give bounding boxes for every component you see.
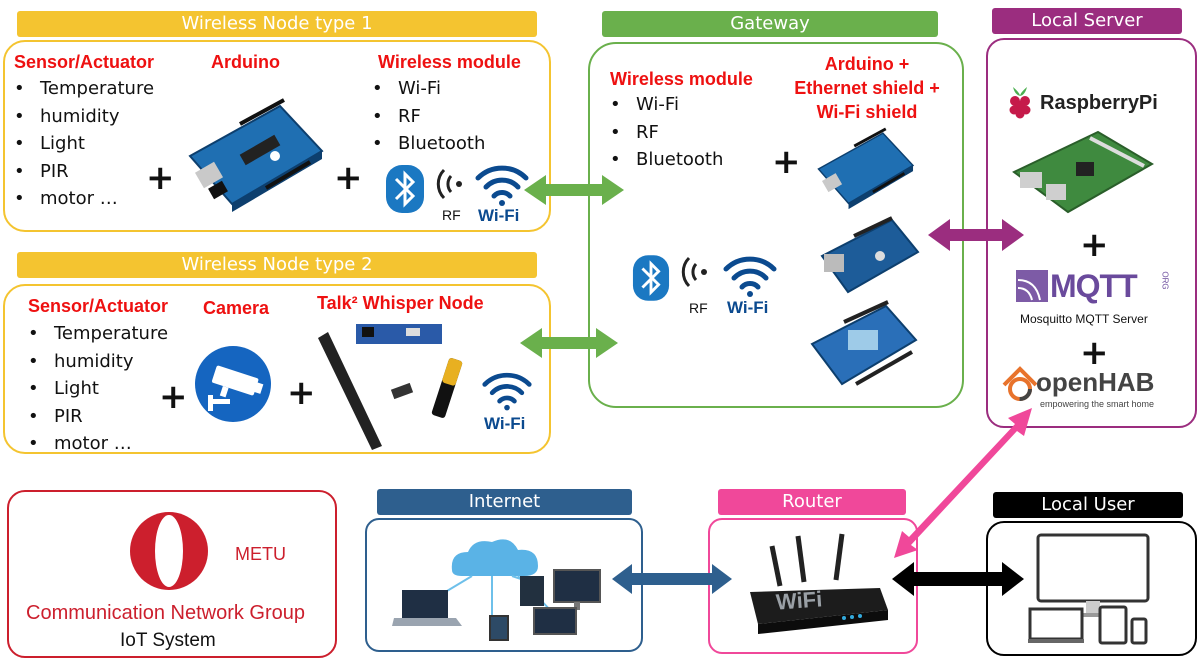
arduino-board-icon xyxy=(188,98,324,212)
node1-module-item: RF xyxy=(372,103,485,131)
raspberry-pi-label: RaspberryPi xyxy=(1040,92,1158,114)
gateway-rf-label: RF xyxy=(689,300,708,316)
node2-sensor-item: PIR xyxy=(28,403,168,431)
arduino-board-icon xyxy=(817,127,915,210)
node1-rf-label: RF xyxy=(442,207,461,223)
metu-name: METU xyxy=(235,544,286,564)
wifi-shield-icon xyxy=(810,300,918,386)
arrow-server-router xyxy=(894,408,1032,558)
server-title: Local Server xyxy=(992,8,1182,34)
router-title: Router xyxy=(718,489,906,515)
gateway-module-list: Wi-Fi RF Bluetooth xyxy=(610,91,723,174)
node2-sensor-list: Temperature humidity Light PIR motor … xyxy=(28,320,168,458)
gateway-wifi-label: Wi-Fi xyxy=(727,298,769,317)
bluetooth-icon xyxy=(632,255,670,301)
camera-sign-icon xyxy=(195,346,271,422)
router-icon xyxy=(750,533,888,634)
rf-icon xyxy=(436,168,462,200)
node1-sensor-item: Temperature xyxy=(14,75,154,103)
node1-module-list: Wi-Fi RF Bluetooth xyxy=(372,75,485,158)
gateway-module-item: Wi-Fi xyxy=(610,91,723,119)
gateway-plus: + xyxy=(772,142,801,182)
node2-camera-heading: Camera xyxy=(203,298,270,318)
node1-title: Wireless Node type 1 xyxy=(17,11,537,37)
node1-sensor-item: motor … xyxy=(14,185,154,213)
node2-plus-2: + xyxy=(287,373,316,413)
bluetooth-icon xyxy=(386,165,424,213)
metu-system: IoT System xyxy=(120,630,216,651)
node2-sensor-item: humidity xyxy=(28,348,168,376)
mqtt-wave-icon xyxy=(1016,270,1048,302)
node2-whisper-heading: Talk² Whisper Node xyxy=(317,293,484,313)
server-plus-2: + xyxy=(1080,333,1109,373)
arrow-node1-gateway xyxy=(524,175,624,205)
arrow-gateway-server xyxy=(928,219,1024,251)
wifi-icon xyxy=(482,372,532,411)
node2-sensor-heading: Sensor/Actuator xyxy=(28,296,169,316)
node1-sensor-list: Temperature humidity Light PIR motor … xyxy=(14,75,154,213)
node2-wifi-label: Wi-Fi xyxy=(484,414,526,433)
server-plus-1: + xyxy=(1080,225,1109,265)
gateway-module-item: RF xyxy=(610,119,723,147)
devices-icon xyxy=(1028,533,1150,645)
node1-sensor-item: humidity xyxy=(14,103,154,131)
openhab-house-icon xyxy=(1002,366,1038,401)
node2-sensor-item: Light xyxy=(28,375,168,403)
mqtt-logo-icon: MQTT ORG xyxy=(1016,268,1170,304)
gateway-arduino-heading: Arduino + Ethernet shield + Wi-Fi shield xyxy=(782,52,952,124)
node1-sensor-item: PIR xyxy=(14,158,154,186)
node2-sensor-item: Temperature xyxy=(28,320,168,348)
node1-arduino-heading: Arduino xyxy=(211,52,280,72)
internet-title: Internet xyxy=(377,489,632,515)
router-box xyxy=(708,518,918,654)
node1-sensor-item: Light xyxy=(14,130,154,158)
raspberry-board-icon xyxy=(1012,130,1154,214)
ethernet-shield-icon xyxy=(820,216,920,294)
cloud-network-icon xyxy=(392,539,601,641)
node1-module-item: Bluetooth xyxy=(372,130,485,158)
node1-sensor-heading: Sensor/Actuator xyxy=(14,52,155,72)
gateway-arduino-line: Arduino + xyxy=(824,54,910,74)
arrow-node2-gateway xyxy=(520,328,618,358)
battery-icon xyxy=(431,358,463,418)
gateway-module-item: Bluetooth xyxy=(610,146,723,174)
node1-wifi-label: Wi-Fi xyxy=(478,206,520,225)
wifi-icon xyxy=(475,165,529,206)
arrow-internet-router xyxy=(612,564,732,594)
openhab-tagline: empowering the smart home xyxy=(1040,399,1155,409)
talk2-node-icon xyxy=(318,324,442,450)
node2-sensor-item: motor … xyxy=(28,430,168,458)
node1-module-item: Wi-Fi xyxy=(372,75,485,103)
gateway-arduino-line: Ethernet shield + xyxy=(794,78,940,98)
metu-group: Communication Network Group xyxy=(26,602,305,624)
gateway-title: Gateway xyxy=(602,11,938,37)
gateway-module-heading: Wireless module xyxy=(610,69,753,89)
node1-module-heading: Wireless module xyxy=(378,52,521,72)
arrow-router-user xyxy=(892,562,1024,596)
mqtt-logo-text: MQTT xyxy=(1050,268,1138,304)
node1-plus-2: + xyxy=(334,158,363,198)
metu-logo-icon xyxy=(130,512,208,590)
node1-plus-1: + xyxy=(146,158,175,198)
node2-plus-1: + xyxy=(159,377,188,417)
openhab-logo-text: openHAB xyxy=(1036,367,1155,397)
openhab-logo-icon: openHAB empowering the smart home xyxy=(1000,365,1190,415)
rf-icon xyxy=(681,256,707,288)
gateway-arduino-line: Wi-Fi shield xyxy=(816,102,918,122)
node2-title: Wireless Node type 2 xyxy=(17,252,537,278)
user-title: Local User xyxy=(993,492,1183,518)
raspberry-pi-icon xyxy=(1009,87,1031,119)
mqtt-caption: Mosquitto MQTT Server xyxy=(1020,312,1148,326)
wifi-icon xyxy=(723,256,777,297)
